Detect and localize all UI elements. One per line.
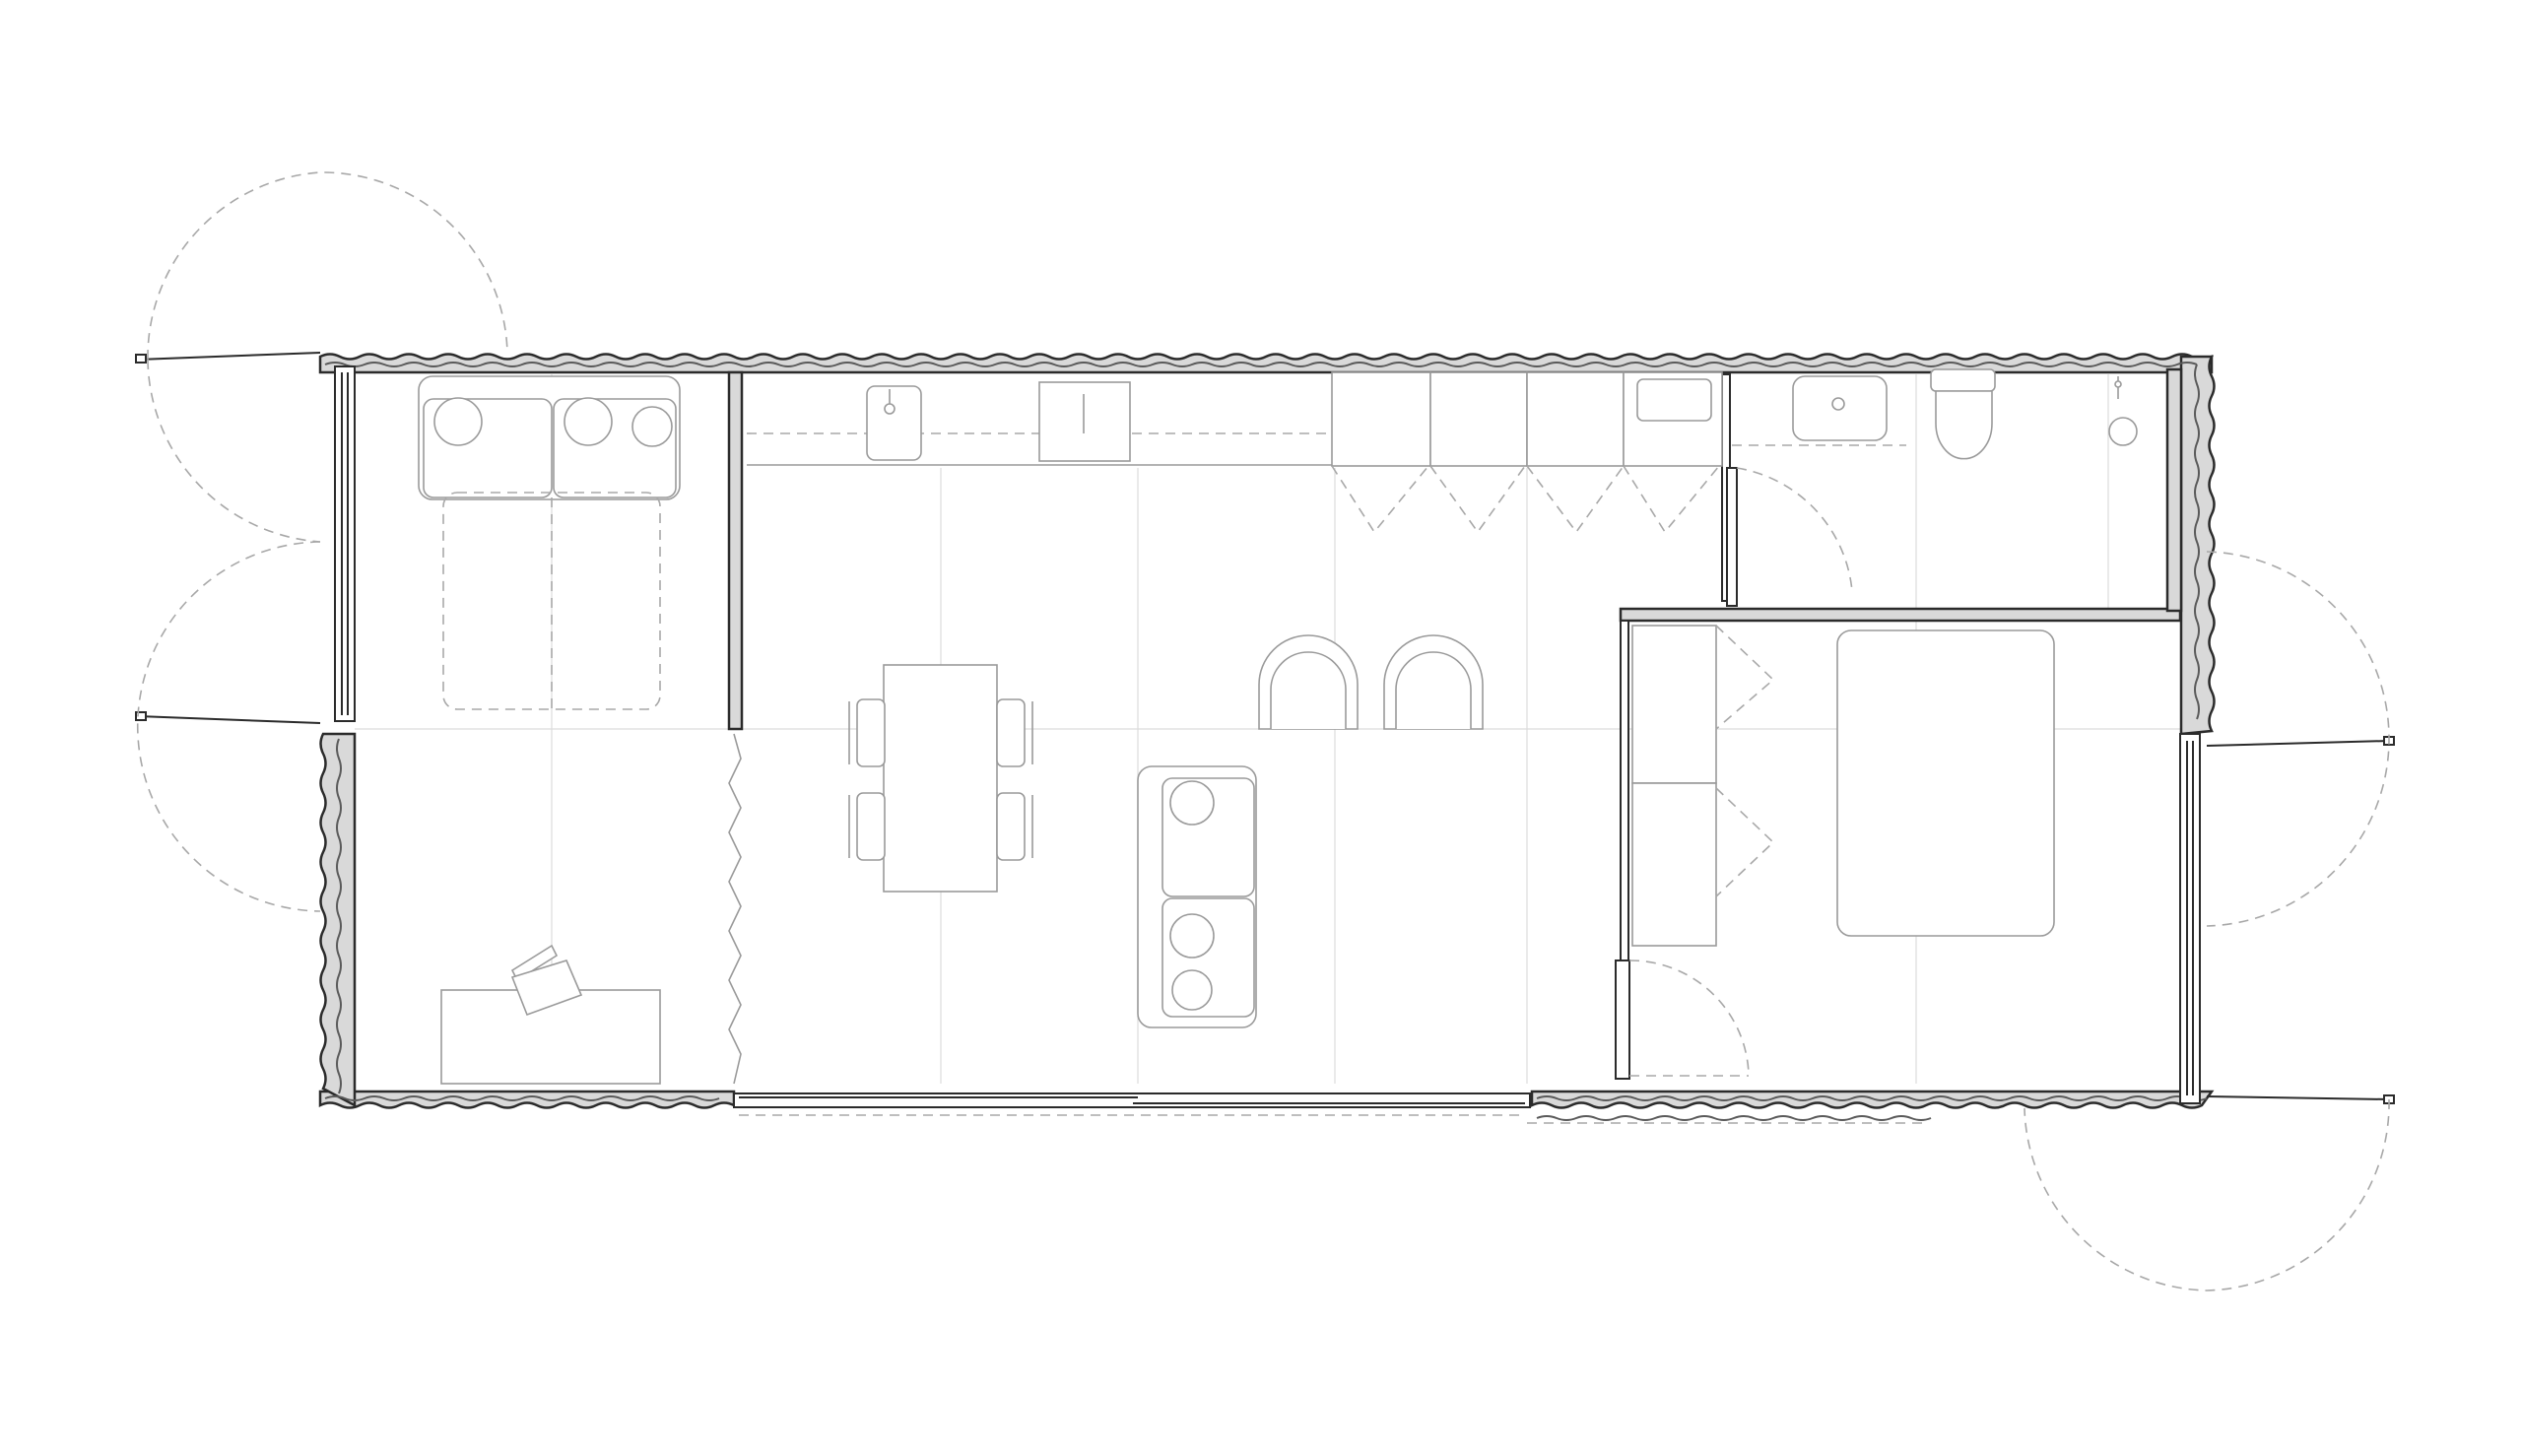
- armchairs: [1258, 634, 1484, 730]
- kitchen-cabinets: [1331, 371, 1723, 534]
- exterior-door-east-bottom[interactable]: [2024, 1094, 2395, 1291]
- wall-west: [319, 732, 357, 1108]
- dining-chairs: [848, 698, 1033, 861]
- cooktop: [1038, 381, 1131, 462]
- exterior-door-west-top[interactable]: [135, 171, 508, 543]
- bedroom-2-door[interactable]: [1615, 960, 1750, 1080]
- queen-bed: [1836, 629, 2055, 937]
- exterior-door-east-top[interactable]: [2206, 551, 2395, 927]
- wall-north: [318, 353, 2214, 374]
- sofa: [1137, 765, 1257, 1028]
- toilet: [1930, 368, 1996, 460]
- wall-south-west: [318, 1090, 736, 1109]
- exterior-walls: [318, 353, 2216, 1121]
- bathroom-door[interactable]: [1726, 467, 1853, 607]
- wardrobe: [1631, 625, 1775, 947]
- west-door-frame: [334, 365, 356, 722]
- wall-corrugation: [324, 362, 2208, 1121]
- bed-person-icon: [433, 397, 673, 447]
- shower: [2108, 376, 2138, 446]
- dining-table: [883, 664, 998, 893]
- kitchen-sink: [866, 385, 922, 461]
- east-door-frame: [2179, 733, 2201, 1104]
- exterior-door-west-bottom[interactable]: [135, 541, 321, 912]
- bathroom-sink: [1732, 375, 1906, 446]
- desk-chair: [510, 944, 583, 1017]
- sliding-door-south[interactable]: [733, 1092, 1926, 1124]
